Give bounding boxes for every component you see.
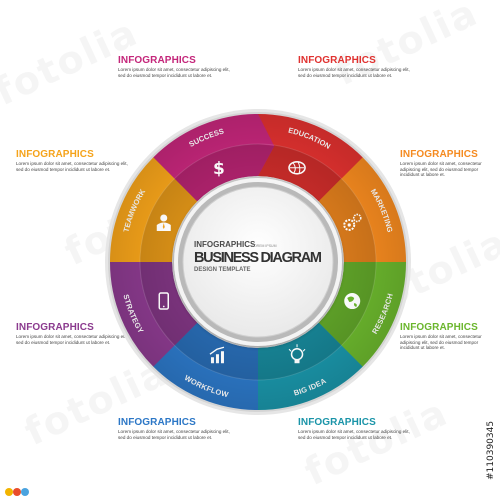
info-block-lower-left: INFOGRAPHICS Lorem ipsum dolor sit amet,… (16, 322, 128, 345)
info-title: INFOGRAPHICS (400, 322, 478, 333)
info-block-top-left: INFOGRAPHICS Lorem ipsum dolor sit amet,… (118, 55, 230, 78)
center-title: BUSINESS DIAGRAM (194, 250, 322, 266)
center-disc (183, 187, 333, 337)
info-title: INFOGRAPHICS (118, 55, 196, 66)
info-title: INFOGRAPHICS (298, 55, 376, 66)
stock-logo (4, 484, 44, 496)
info-title: INFOGRAPHICS (16, 322, 94, 333)
info-block-bottom-right: INFOGRAPHICS Lorem ipsum dolor sit amet,… (298, 417, 410, 440)
info-block-upper-right: INFOGRAPHICS Lorem ipsum dolor sit amet,… (400, 149, 492, 178)
info-title: INFOGRAPHICS (298, 417, 376, 428)
info-title: INFOGRAPHICS (400, 149, 478, 160)
info-text: Lorem ipsum dolor sit amet, consectetur … (400, 334, 482, 351)
info-block-upper-left: INFOGRAPHICS Lorem ipsum dolor sit amet,… (16, 149, 128, 172)
info-text: Lorem ipsum dolor sit amet, consectetur … (400, 161, 482, 178)
stock-id: #110390345 (486, 420, 496, 480)
info-title: INFOGRAPHICS (16, 149, 94, 160)
info-block-lower-right: INFOGRAPHICS Lorem ipsum dolor sit amet,… (400, 322, 492, 351)
info-block-top-right: INFOGRAPHICS Lorem ipsum dolor sit amet,… (298, 55, 410, 78)
info-text: Lorem ipsum dolor sit amet, consectetur … (298, 67, 410, 78)
center-top-label: INFOGRAPHICS (194, 240, 256, 249)
info-text: Lorem ipsum dolor sit amet, consectetur … (298, 429, 410, 440)
center-top-small: LOREM IPSUM (252, 244, 277, 248)
info-text: Lorem ipsum dolor sit amet, consectetur … (118, 67, 230, 78)
center-subtitle: DESIGN TEMPLATE (194, 267, 251, 273)
info-text: Lorem ipsum dolor sit amet, consectetur … (118, 429, 230, 440)
info-block-bottom-left: INFOGRAPHICS Lorem ipsum dolor sit amet,… (118, 417, 230, 440)
info-text: Lorem ipsum dolor sit amet, consectetur … (16, 334, 128, 345)
center-disc-outline (182, 186, 334, 338)
info-text: Lorem ipsum dolor sit amet, consectetur … (16, 161, 128, 172)
info-title: INFOGRAPHICS (118, 417, 196, 428)
